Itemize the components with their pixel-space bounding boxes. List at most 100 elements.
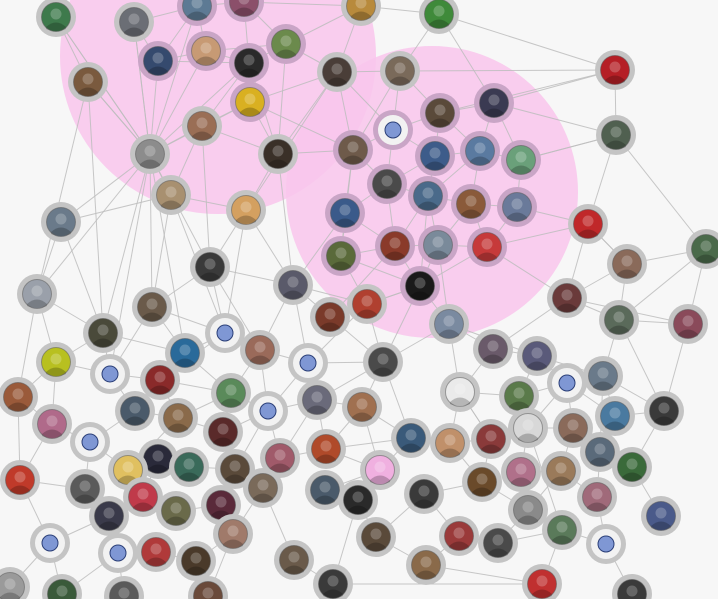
user-avatar-node[interactable] bbox=[547, 278, 587, 318]
user-avatar-node[interactable] bbox=[333, 130, 373, 170]
user-avatar-node[interactable] bbox=[297, 380, 337, 420]
user-avatar-node[interactable] bbox=[508, 408, 548, 448]
user-avatar-node[interactable] bbox=[213, 514, 253, 554]
user-avatar-node[interactable] bbox=[83, 313, 123, 353]
user-avatar-node[interactable] bbox=[186, 31, 226, 71]
user-avatar-node[interactable] bbox=[138, 439, 178, 479]
user-avatar-node[interactable] bbox=[341, 0, 381, 26]
user-avatar-node[interactable] bbox=[177, 0, 217, 26]
user-avatar-node[interactable] bbox=[440, 372, 480, 412]
user-avatar-node[interactable] bbox=[429, 304, 469, 344]
user-avatar-node[interactable] bbox=[140, 360, 180, 400]
user-avatar-node[interactable] bbox=[668, 304, 708, 344]
user-avatar-node[interactable] bbox=[542, 510, 582, 550]
user-avatar-node[interactable] bbox=[501, 140, 541, 180]
user-avatar-node[interactable] bbox=[114, 2, 154, 42]
user-avatar-node[interactable] bbox=[499, 376, 539, 416]
user-avatar-node[interactable] bbox=[156, 491, 196, 531]
user-avatar-node[interactable] bbox=[0, 567, 30, 599]
user-avatar-node[interactable] bbox=[568, 204, 608, 244]
user-avatar-node[interactable] bbox=[595, 396, 635, 436]
user-avatar-node[interactable] bbox=[338, 480, 378, 520]
user-avatar-node[interactable] bbox=[347, 284, 387, 324]
user-avatar-node[interactable] bbox=[644, 391, 684, 431]
user-avatar-node[interactable] bbox=[313, 564, 353, 599]
user-avatar-node[interactable] bbox=[36, 342, 76, 382]
user-avatar-node[interactable] bbox=[305, 470, 345, 510]
user-avatar-node[interactable] bbox=[517, 336, 557, 376]
user-avatar-node[interactable] bbox=[612, 574, 652, 599]
user-avatar-node[interactable] bbox=[356, 517, 396, 557]
user-avatar-node[interactable] bbox=[169, 447, 209, 487]
user-avatar-node[interactable] bbox=[596, 115, 636, 155]
user-avatar-node[interactable] bbox=[68, 62, 108, 102]
user-avatar-node[interactable] bbox=[460, 131, 500, 171]
user-avatar-node[interactable] bbox=[451, 184, 491, 224]
user-avatar-node[interactable] bbox=[367, 164, 407, 204]
user-avatar-node[interactable] bbox=[158, 398, 198, 438]
user-avatar-node[interactable] bbox=[89, 496, 129, 536]
user-avatar-node[interactable] bbox=[203, 412, 243, 452]
user-avatar-node[interactable] bbox=[342, 387, 382, 427]
user-avatar-node[interactable] bbox=[419, 0, 459, 34]
user-avatar-node[interactable] bbox=[132, 287, 172, 327]
user-avatar-node[interactable] bbox=[462, 462, 502, 502]
user-avatar-node[interactable] bbox=[215, 449, 255, 489]
user-avatar-node[interactable] bbox=[0, 377, 38, 417]
user-avatar-node[interactable] bbox=[471, 419, 511, 459]
user-avatar-node[interactable] bbox=[258, 134, 298, 174]
user-avatar-node[interactable] bbox=[273, 265, 313, 305]
user-avatar-node[interactable] bbox=[612, 447, 652, 487]
user-avatar-node[interactable] bbox=[474, 83, 514, 123]
user-avatar-node[interactable] bbox=[599, 300, 639, 340]
user-avatar-node[interactable] bbox=[230, 82, 270, 122]
user-avatar-node[interactable] bbox=[497, 187, 537, 227]
user-avatar-node[interactable] bbox=[240, 330, 280, 370]
user-avatar-node[interactable] bbox=[541, 451, 581, 491]
user-avatar-node[interactable] bbox=[42, 574, 82, 599]
user-avatar-node[interactable] bbox=[32, 404, 72, 444]
user-avatar-node[interactable] bbox=[138, 41, 178, 81]
placeholder-node[interactable] bbox=[30, 523, 70, 563]
user-avatar-node[interactable] bbox=[473, 329, 513, 369]
user-avatar-node[interactable] bbox=[136, 532, 176, 572]
user-avatar-node[interactable] bbox=[65, 469, 105, 509]
user-avatar-node[interactable] bbox=[404, 474, 444, 514]
user-avatar-node[interactable] bbox=[400, 266, 440, 306]
user-avatar-node[interactable] bbox=[182, 106, 222, 146]
user-avatar-node[interactable] bbox=[522, 564, 562, 599]
user-avatar-node[interactable] bbox=[607, 244, 647, 284]
user-avatar-node[interactable] bbox=[123, 477, 163, 517]
user-avatar-node[interactable] bbox=[176, 541, 216, 581]
user-avatar-node[interactable] bbox=[360, 450, 400, 490]
user-avatar-node[interactable] bbox=[583, 356, 623, 396]
user-avatar-node[interactable] bbox=[363, 342, 403, 382]
placeholder-node[interactable] bbox=[547, 363, 587, 403]
user-avatar-node[interactable] bbox=[274, 540, 314, 580]
placeholder-node[interactable] bbox=[70, 422, 110, 462]
placeholder-node[interactable] bbox=[288, 343, 328, 383]
user-avatar-node[interactable] bbox=[430, 423, 470, 463]
user-avatar-node[interactable] bbox=[686, 229, 718, 269]
placeholder-node[interactable] bbox=[586, 524, 626, 564]
placeholder-node[interactable] bbox=[90, 354, 130, 394]
user-avatar-node[interactable] bbox=[310, 297, 350, 337]
user-avatar-node[interactable] bbox=[439, 516, 479, 556]
user-avatar-node[interactable] bbox=[325, 193, 365, 233]
user-avatar-node[interactable] bbox=[553, 408, 593, 448]
user-avatar-node[interactable] bbox=[408, 176, 448, 216]
user-avatar-node[interactable] bbox=[391, 418, 431, 458]
user-avatar-node[interactable] bbox=[467, 227, 507, 267]
user-avatar-node[interactable] bbox=[306, 429, 346, 469]
user-avatar-node[interactable] bbox=[260, 438, 300, 478]
user-avatar-node[interactable] bbox=[229, 43, 269, 83]
user-avatar-node[interactable] bbox=[641, 496, 681, 536]
user-avatar-node[interactable] bbox=[0, 460, 40, 500]
user-avatar-node[interactable] bbox=[478, 523, 518, 563]
user-avatar-node[interactable] bbox=[420, 93, 460, 133]
user-avatar-node[interactable] bbox=[115, 391, 155, 431]
user-avatar-node[interactable] bbox=[224, 0, 264, 22]
placeholder-node[interactable] bbox=[248, 391, 288, 431]
user-avatar-node[interactable] bbox=[406, 545, 446, 585]
